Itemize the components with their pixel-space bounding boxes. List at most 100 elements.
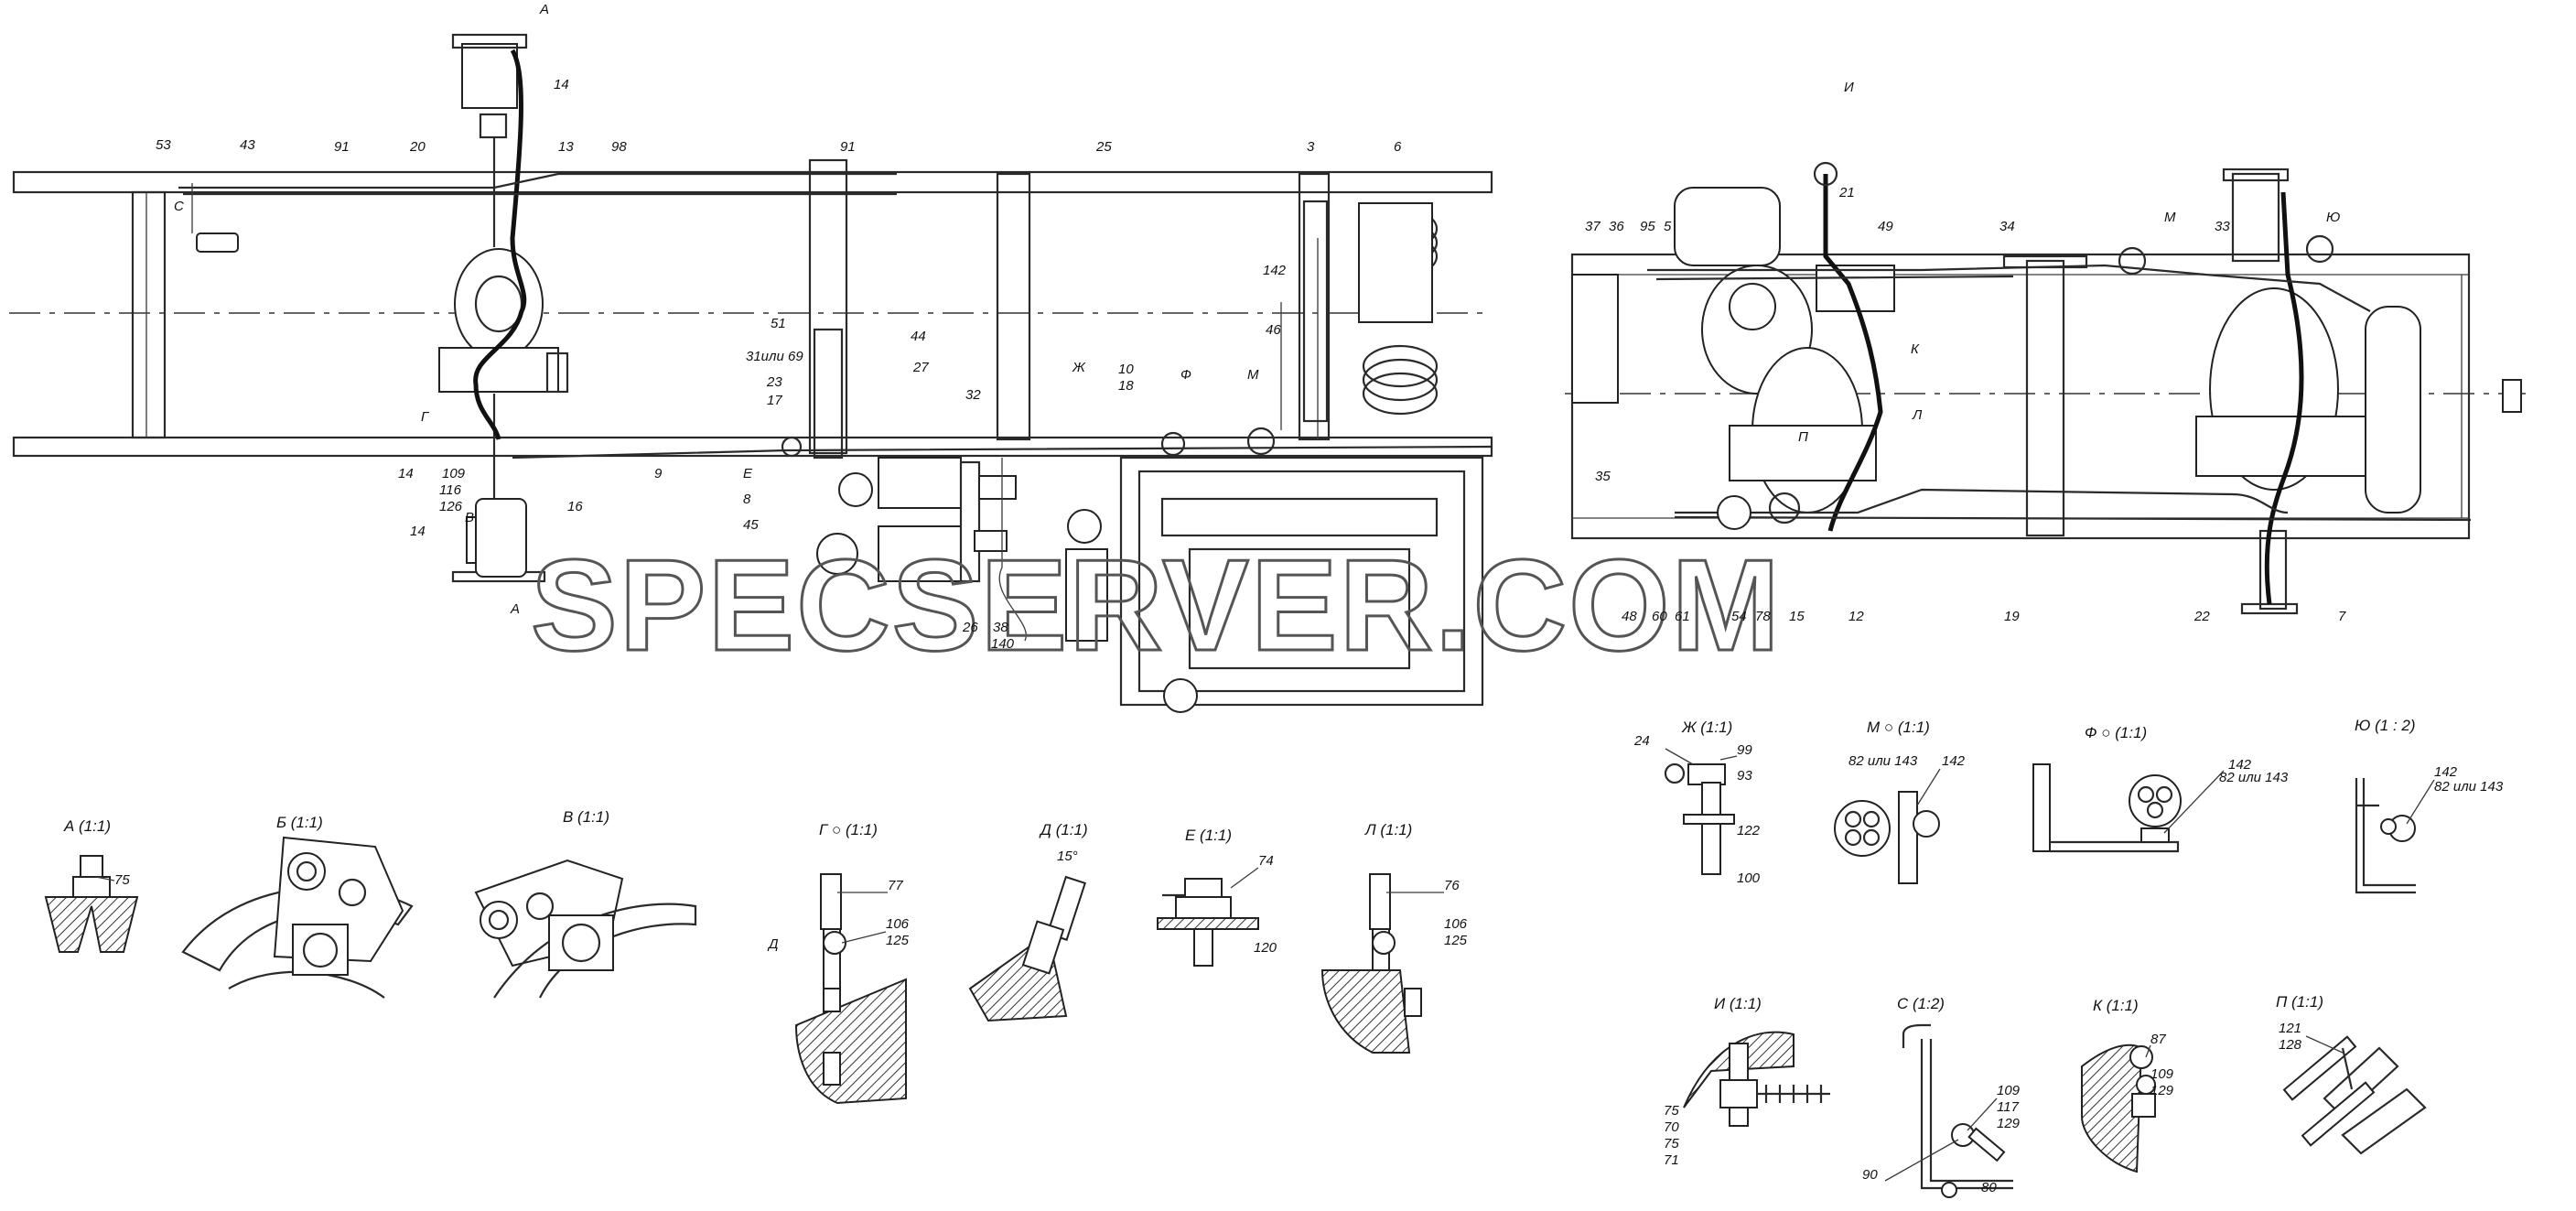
detail-b-title: Б (1:1) (276, 814, 323, 831)
detail-e (1157, 878, 1259, 967)
detail-m-title: М ○ (1:1) (1867, 719, 1930, 736)
label-34: 34 (1999, 219, 2015, 234)
detail-d-title: Д (1:1) (1039, 821, 1088, 838)
label-142: 142 (1263, 263, 1287, 278)
callout-s-90: 90 (1862, 1167, 1878, 1183)
label-26: 26 (962, 620, 978, 635)
label-6: 6 (1394, 139, 1402, 155)
detail-v-title: В (1:1) (563, 808, 609, 826)
callout-i-75a: 75 (1664, 1103, 1679, 1119)
callout-zh-99: 99 (1737, 742, 1752, 758)
label-f: Ф (1180, 367, 1191, 383)
label-k: К (1911, 341, 1920, 357)
label-20: 20 (409, 139, 426, 155)
label-45: 45 (743, 517, 759, 533)
label-m-r: М (2164, 210, 2176, 225)
label-g: Г (421, 409, 430, 425)
label-m: М (1247, 367, 1259, 383)
leader-lines (95, 748, 2435, 1182)
label-14-bottom: 14 (410, 524, 426, 539)
label-25: 25 (1095, 139, 1112, 155)
callout-m-142: 142 (1942, 753, 1966, 769)
label-91b: 91 (840, 139, 856, 155)
detail-zh-title: Ж (1:1) (1681, 719, 1732, 736)
label-109: 109 (442, 466, 466, 481)
detail-d (968, 875, 1086, 1022)
callout-k-87: 87 (2150, 1032, 2166, 1047)
label-49: 49 (1878, 219, 1893, 234)
right-frame-view (1565, 161, 2526, 615)
callout-yu-142: 142 (2434, 764, 2458, 780)
detail-s-title: С (1:2) (1897, 995, 1945, 1012)
label-126: 126 (439, 499, 463, 514)
label-78: 78 (1755, 609, 1771, 624)
label-8: 8 (743, 492, 751, 507)
label-l: Л (1912, 407, 1923, 423)
detail-p (2282, 1035, 2427, 1155)
detail-p-title: П (1:1) (2276, 993, 2323, 1011)
callout-s-117: 117 (1997, 1099, 2020, 1115)
detail-l-title: Л (1:1) (1364, 821, 1412, 838)
label-48: 48 (1622, 609, 1637, 624)
label-14-mid: 14 (398, 466, 414, 481)
detail-l (1320, 873, 1422, 1054)
label-5: 5 (1664, 219, 1672, 234)
label-60: 60 (1652, 609, 1667, 624)
label-37: 37 (1585, 219, 1601, 234)
label-116: 116 (439, 482, 462, 498)
label-27: 27 (912, 360, 929, 375)
detail-a-title: А (1:1) (63, 817, 111, 835)
label-15: 15 (1789, 609, 1805, 624)
label-18: 18 (1118, 378, 1134, 394)
detail-f-title: Ф ○ (1:1) (2085, 724, 2147, 741)
callout-zh-122: 122 (1737, 823, 1761, 838)
label-3: 3 (1307, 139, 1315, 155)
detail-v (474, 859, 697, 999)
detail-f (2032, 763, 2182, 853)
detail-g (794, 873, 907, 1105)
label-31-69: 31или 69 (746, 349, 803, 364)
label-35: 35 (1595, 469, 1611, 484)
callout-s-129: 129 (1997, 1116, 2021, 1131)
callout-m-82-143: 82 или 143 (1848, 753, 1918, 769)
label-10: 10 (1118, 362, 1134, 377)
right-view-labels: И 21 М Ю 37 36 95 5 49 34 33 К Л П 35 48… (1585, 80, 2346, 624)
detail-titles: А (1:1) Б (1:1) В (1:1) Г ○ (1:1) Д (1:1… (63, 717, 2416, 1014)
callout-k-109: 109 (2150, 1066, 2174, 1082)
label-13: 13 (558, 139, 574, 155)
label-a-top: А (539, 2, 549, 17)
callout-s-80: 80 (1981, 1180, 1997, 1195)
callout-e-120: 120 (1254, 940, 1277, 956)
label-p: П (1798, 429, 1808, 445)
label-16: 16 (567, 499, 583, 514)
callout-l-125: 125 (1444, 933, 1468, 948)
label-53: 53 (156, 137, 171, 153)
callout-k-129: 129 (2150, 1083, 2174, 1098)
callout-i-70: 70 (1664, 1119, 1679, 1135)
label-38: 38 (993, 620, 1008, 635)
detail-m (1834, 791, 1940, 884)
label-44: 44 (911, 329, 926, 344)
callout-e-74: 74 (1258, 853, 1274, 869)
label-e: Е (743, 466, 753, 481)
callout-zh-93: 93 (1737, 768, 1752, 784)
label-22: 22 (2193, 609, 2210, 624)
label-46: 46 (1266, 322, 1281, 338)
label-yu: Ю (2326, 210, 2340, 225)
label-14-top: 14 (554, 77, 569, 92)
label-33: 33 (2215, 219, 2230, 234)
label-i: И (1844, 80, 1854, 95)
detail-g-title: Г ○ (1:1) (819, 821, 878, 838)
callout-zh-24: 24 (1633, 733, 1650, 749)
callout-l-76: 76 (1444, 878, 1460, 893)
callout-i-75b: 75 (1664, 1136, 1679, 1152)
detail-zh (1664, 762, 1735, 875)
callout-g-125: 125 (886, 933, 910, 948)
callout-f-82-143: 82 или 143 (2219, 770, 2289, 785)
callout-p-128: 128 (2279, 1037, 2302, 1053)
label-12: 12 (1848, 609, 1864, 624)
label-51: 51 (771, 316, 786, 331)
detail-e-title: Е (1:1) (1185, 827, 1232, 844)
label-v: В (465, 510, 474, 525)
